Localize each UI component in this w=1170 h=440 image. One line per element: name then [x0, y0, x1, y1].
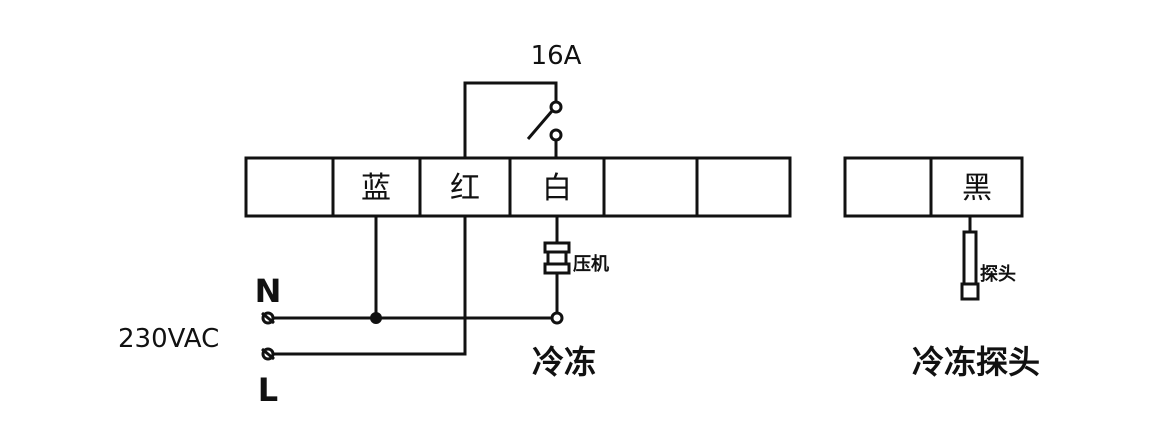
- freezing-caption: 冷冻: [532, 343, 596, 381]
- relay-terminal-top: [549, 100, 563, 114]
- probe-terminal-black-label: 黑: [962, 171, 992, 206]
- terminal-blue-label: 蓝: [361, 171, 391, 206]
- probe-strip-frame: [843, 156, 1024, 218]
- compressor-label: 压机: [573, 254, 609, 275]
- n-label: N: [255, 272, 282, 310]
- l-label: L: [258, 371, 278, 409]
- relay-switch-blade: [526, 110, 554, 140]
- relay-contact: 16A: [463, 41, 582, 158]
- relay-feed-wire: [463, 81, 558, 158]
- probe-label: 探头: [980, 263, 1016, 285]
- freezing-probe-caption: 冷冻探头: [912, 343, 1040, 381]
- probe-tip: [960, 282, 980, 301]
- compressor-coil-bottom: [543, 262, 571, 275]
- probe-body: [962, 230, 978, 286]
- line-wire: [272, 216, 467, 356]
- relay-rating: 16A: [531, 41, 582, 71]
- terminal-red-label: 红: [450, 171, 480, 206]
- compressor-branch: 压机: [543, 216, 609, 325]
- terminal-strip: 蓝 红 白: [244, 156, 792, 218]
- relay-terminal-bottom: [549, 128, 563, 142]
- terminal-white-label: 白: [542, 171, 572, 206]
- terminal-strip-frame: [244, 156, 792, 218]
- neutral-junction-dot: [370, 312, 382, 324]
- compressor-coil-body: [546, 250, 568, 266]
- n-terminal-slash: [261, 311, 275, 325]
- probe-terminal-strip: 黑: [843, 156, 1024, 218]
- power-wiring: N L 230VAC: [118, 216, 552, 409]
- compressor-terminal: [550, 311, 564, 325]
- l-terminal-slash: [261, 347, 275, 361]
- voltage-label: 230VAC: [118, 324, 219, 354]
- probe-branch: 探头: [960, 216, 1016, 301]
